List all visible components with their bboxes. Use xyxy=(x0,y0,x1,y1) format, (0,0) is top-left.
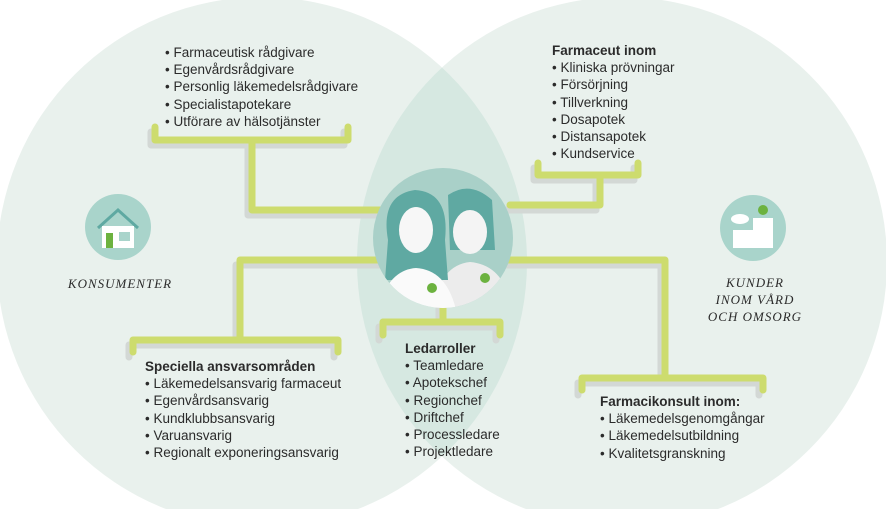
box-title: Ledarroller xyxy=(405,341,476,356)
list-item: Kvalitetsgranskning xyxy=(600,445,765,462)
list-item: Utförare av hälsotjänster xyxy=(165,113,358,130)
box-title: Speciella ansvarsområden xyxy=(145,359,316,374)
list-item: Farmaceutisk rådgivare xyxy=(165,44,358,61)
label-line: KUNDER xyxy=(726,275,784,290)
list-item: Läkemedelsgenomgångar xyxy=(600,410,764,427)
list-item: Varuansvarig xyxy=(145,427,341,444)
pharmacist-areas: Farmaceut inom Kliniska prövningar Försö… xyxy=(552,42,675,162)
list-item: Driftchef xyxy=(405,409,500,426)
list-item: Läkemedelsansvarig farmaceut xyxy=(145,375,341,392)
list-item: Regionalt exponeringsansvarig xyxy=(145,444,341,461)
list-item: Egenvårdsansvarig xyxy=(145,392,341,409)
list-item: Distansapotek xyxy=(552,128,675,145)
consultant-areas: Farmacikonsult inom: Läkemedelsgenomgång… xyxy=(600,393,765,462)
list-item: Tillverkning xyxy=(552,94,675,111)
list-item: Teamledare xyxy=(405,357,500,374)
label-line: OCH OMSORG xyxy=(707,309,803,324)
list-item: Specialistapotekare xyxy=(165,96,358,113)
list-item: Projektledare xyxy=(405,443,500,460)
consumer-label: KONSUMENTER xyxy=(67,276,173,291)
leader-roles: Ledarroller Teamledare Apotekschef Regio… xyxy=(405,340,500,460)
list-item: Kliniska prövningar xyxy=(552,59,674,76)
special-responsibilities: Speciella ansvarsområden Läkemedelsansva… xyxy=(145,358,341,461)
list-item: Läkemedelsutbildning xyxy=(600,427,765,444)
list-item: Dosapotek xyxy=(552,111,675,128)
house-icon xyxy=(85,194,151,260)
hospital-icon xyxy=(720,195,786,261)
box-title: Farmacikonsult inom: xyxy=(600,394,741,409)
list-item: Processledare xyxy=(405,426,499,443)
list-item: Egenvårdsrådgivare xyxy=(165,61,358,78)
box-title: Farmaceut inom xyxy=(552,43,657,58)
list-item: Regionchef xyxy=(405,392,500,409)
list-item: Kundklubbsansvarig xyxy=(145,410,341,427)
list-item: Kundservice xyxy=(552,145,675,162)
care-customers-label: KUNDER INOM VÅRD OCH OMSORG xyxy=(700,274,810,325)
list-item: Försörjning xyxy=(552,76,675,93)
consumer-advisor-roles: Farmaceutisk rådgivare Egenvårdsrådgivar… xyxy=(165,44,358,130)
list-item: Apotekschef xyxy=(405,374,500,391)
list-item: Personlig läkemedelsrådgivare xyxy=(165,78,358,95)
label-line: INOM VÅRD xyxy=(715,292,795,307)
